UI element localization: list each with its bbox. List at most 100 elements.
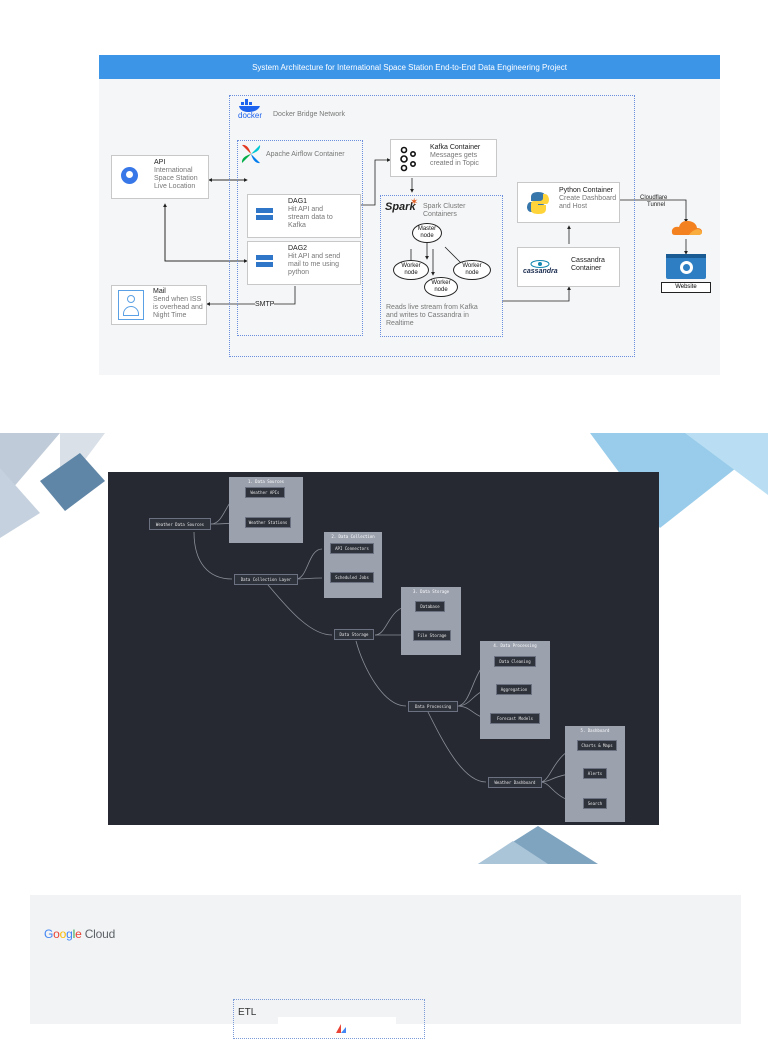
- python-desc-1: Create Dashboard: [559, 195, 617, 202]
- python-card: Python Container Create Dashboard and Ho…: [517, 182, 620, 223]
- python-title: Python Container: [559, 187, 614, 194]
- decor-triangles-right: [590, 433, 768, 533]
- spark-desc-1: Reads live stream from Kafka: [386, 304, 478, 311]
- group-5-title: 5. Dashboard: [580, 728, 610, 733]
- kafka-title: Kafka Container: [430, 144, 481, 151]
- decor-triangles-left: [0, 433, 110, 543]
- mail-desc-1: Send when ISS: [153, 296, 202, 303]
- node-database: Database: [415, 601, 445, 612]
- spark-master-node: Master node: [412, 223, 442, 243]
- spark-title-2: Containers: [423, 211, 457, 218]
- python-desc-2: and Host: [559, 203, 588, 210]
- group-dashboard: 5. Dashboard Charts & Maps Alerts Search: [565, 726, 625, 822]
- cloudflare-label-1: Cloudflare: [640, 195, 668, 201]
- api-title: API: [154, 159, 166, 166]
- user-icon: [118, 290, 144, 320]
- kafka-desc-2: created in Topic: [430, 160, 479, 167]
- spark-worker-node-2: Worker node: [453, 260, 491, 280]
- node-api-connectors: API Connectors: [330, 543, 374, 554]
- airflow-container-boundary: [237, 140, 363, 336]
- worker-node-1-line-2: node: [404, 270, 418, 276]
- node-alerts: Alerts: [583, 768, 607, 779]
- spark-desc-2: and writes to Cassandra in: [386, 312, 469, 319]
- etl-label: ETL: [238, 1007, 257, 1018]
- node-weather-stations: Weather Stations: [245, 517, 291, 528]
- api-desc-2: Space Station: [154, 175, 198, 182]
- spark-logo: Spark: [385, 201, 416, 213]
- hub-data-storage: Data Storage: [334, 629, 374, 640]
- worker-node-3-line-1: Worker: [431, 280, 451, 286]
- architecture-diagram: System Architecture for International Sp…: [99, 55, 720, 375]
- dag2-desc-1: Hit API and send: [288, 253, 341, 260]
- cassandra-eye-icon: [530, 256, 550, 274]
- pipeline-root-node: Weather Data Sources: [149, 518, 211, 530]
- node-data-cleaning: Data Cleaning: [494, 656, 536, 667]
- docker-icon: [238, 99, 266, 118]
- mail-title: Mail: [153, 288, 166, 295]
- spark-star-icon: ✶: [410, 197, 419, 208]
- brand-letter-6: e: [75, 927, 82, 941]
- architecture-connectors: [163, 158, 688, 306]
- brand-letter-4: g: [66, 927, 73, 941]
- node-file-storage: File Storage: [413, 630, 451, 641]
- airflow-icon: [240, 143, 262, 170]
- master-node-line-1: Master: [417, 226, 437, 232]
- group-data-collection: 2. Data Collection API Connectors Schedu…: [324, 532, 382, 598]
- node-search: Search: [583, 798, 607, 809]
- dag1-title: DAG1: [288, 198, 308, 205]
- worker-node-2-line-2: node: [465, 270, 479, 276]
- node-forecast-models: Forecast Models: [490, 713, 540, 724]
- spark-desc-3: Realtime: [386, 320, 414, 327]
- mail-card: Mail Send when ISS is overhead and Night…: [111, 285, 207, 325]
- cloudflare-label-2: Tunnel: [647, 202, 666, 208]
- spark-worker-node-3: Worker node: [424, 277, 458, 297]
- cloudflare-icon: [671, 217, 703, 242]
- node-weather-apis: Weather APIs: [245, 487, 285, 498]
- worker-node-1-line-1: Worker: [401, 263, 421, 269]
- hub-weather-dashboard: Weather Dashboard: [488, 777, 542, 788]
- diagram-title: System Architecture for International Sp…: [99, 55, 720, 79]
- google-cloud-logo: Google Cloud: [44, 927, 115, 941]
- brand-letter-5: l: [72, 927, 76, 941]
- spark-title-1: Spark Cluster: [423, 203, 466, 210]
- brand-letter-3: o: [59, 927, 67, 941]
- group-1-title: 1. Data Sources: [247, 479, 285, 484]
- node-scheduled-jobs: Scheduled Jobs: [330, 572, 374, 583]
- group-4-title: 4. Data Processing: [493, 643, 537, 648]
- docker-network-label: Docker Bridge Network: [273, 111, 345, 118]
- website-label: Website: [661, 282, 711, 293]
- cassandra-card: cassandra Cassandra Container: [517, 247, 620, 287]
- weather-pipeline-diagram: Weather Data Sources 1. Data Sources Wea…: [108, 472, 659, 825]
- dag1-grid-icon: [256, 208, 273, 221]
- spark-worker-node-1: Worker node: [393, 260, 429, 280]
- decor-triangles-bottom: [478, 826, 598, 871]
- dag1-card: DAG1 Hit API and stream data to Kafka: [247, 194, 361, 238]
- dag1-desc-3: Kafka: [288, 222, 306, 229]
- google-cloud-product: Cloud: [84, 927, 116, 941]
- api-desc-1: International: [154, 167, 193, 174]
- dag2-card: DAG2 Hit API and send mail to me using p…: [247, 241, 361, 285]
- dag2-desc-2: mail to me using: [288, 261, 339, 268]
- api-card: API International Space Station Live Loc…: [111, 155, 209, 199]
- kafka-card: Kafka Container Messages gets created in…: [390, 139, 497, 177]
- cassandra-logo: cassandra: [523, 268, 558, 275]
- brand-letter-1: G: [44, 927, 54, 941]
- dag2-desc-3: python: [288, 269, 310, 276]
- dag1-desc-2: stream data to: [288, 214, 333, 221]
- etl-card: [278, 1017, 396, 1033]
- group-data-sources: 1. Data Sources Weather APIs Weather Sta…: [229, 477, 303, 543]
- worker-node-3-line-2: node: [434, 287, 448, 293]
- website-icon: [666, 254, 706, 279]
- docker-network-boundary: [229, 95, 635, 357]
- api-desc-3: Live Location: [154, 183, 196, 190]
- hub-data-processing: Data Processing: [408, 701, 458, 712]
- mail-desc-2: is overhead and: [153, 304, 203, 311]
- google-cloud-panel: Google Cloud ETL: [30, 895, 741, 1039]
- node-charts-maps: Charts & Maps: [577, 740, 617, 751]
- kafka-desc-1: Messages gets: [430, 152, 478, 159]
- node-aggregation: Aggregation: [496, 684, 532, 695]
- smtp-label: SMTP: [255, 301, 275, 309]
- mail-desc-3: Night Time: [153, 312, 187, 319]
- hub-data-collection-layer: Data Collection Layer: [234, 574, 298, 585]
- cassandra-title-2: Container: [571, 265, 602, 272]
